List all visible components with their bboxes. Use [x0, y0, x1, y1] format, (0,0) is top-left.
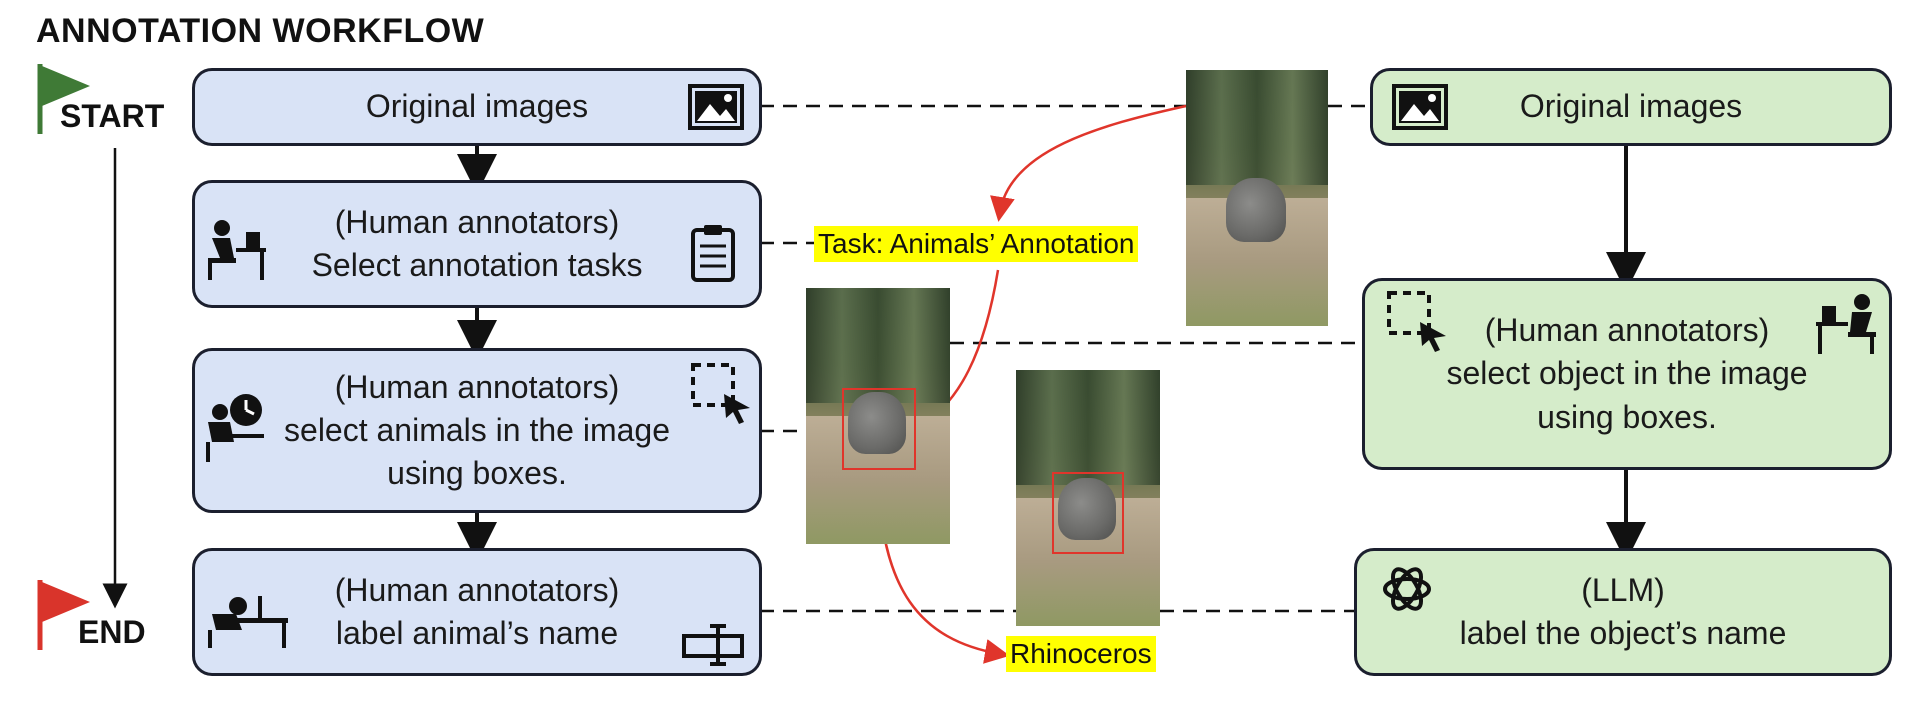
- rhino-photo-boxed: [806, 288, 950, 544]
- llm-step-label-object: (LLM)label the object’s name: [1354, 548, 1892, 676]
- box-cursor-icon: [691, 363, 750, 424]
- annotator-sleep-icon: [208, 596, 288, 648]
- annotator-at-desk-icon: [208, 220, 266, 280]
- task-label: Task: Animals’ Annotation: [814, 226, 1139, 262]
- start-label: START: [60, 98, 165, 134]
- start-flag-icon: [37, 64, 90, 134]
- diagram-title: ANNOTATION WORKFLOW: [36, 12, 485, 50]
- openai-logo-icon: [1383, 567, 1431, 611]
- box-cursor-icon-right: [1387, 291, 1446, 352]
- bounding-box-labeled: [1052, 472, 1124, 554]
- step-original-images: Original images: [192, 68, 762, 146]
- annotator-at-desk-icon-right: [1816, 294, 1876, 354]
- step-select-animals: (Human annotators)select animals in the …: [192, 348, 762, 513]
- step-label-name: (Human annotators)label animal’s name: [192, 548, 762, 676]
- image-icon-right: [1392, 84, 1448, 130]
- image-icon: [688, 84, 744, 130]
- rhino-photo-labeled: [1016, 370, 1160, 626]
- bounding-box: [842, 388, 916, 470]
- step-select-tasks: (Human annotators)Select annotation task…: [192, 180, 762, 308]
- result-label: Rhinoceros: [1006, 636, 1156, 672]
- end-label: END: [78, 614, 146, 650]
- clipboard-icon: [691, 225, 735, 282]
- end-flag-icon: [37, 580, 90, 650]
- rhino-photo-original: [1186, 70, 1328, 326]
- llm-step-original-images: Original images: [1370, 68, 1892, 146]
- llm-step-select-object: (Human annotators)select object in the i…: [1362, 278, 1892, 470]
- label-tag-icon: [682, 624, 744, 666]
- annotator-clock-icon: [206, 394, 264, 462]
- red-arrow-to-task: [990, 104, 1187, 222]
